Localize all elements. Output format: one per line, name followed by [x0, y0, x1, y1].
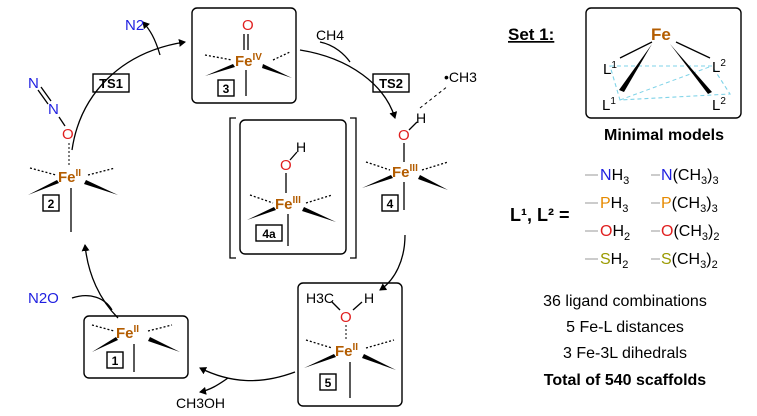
- ligand-left-4: SH2: [600, 251, 628, 271]
- model-l2-bottom: L2: [712, 96, 726, 114]
- ligand-left-2: PH3: [600, 195, 628, 215]
- complex-2-n-central: N: [48, 101, 59, 118]
- stat-ligand-combinations: 36 ligand combinations: [543, 293, 707, 310]
- complex-2-number: 2: [48, 197, 55, 211]
- complex-3-frame: [191, 7, 297, 104]
- ts1-box: [92, 73, 130, 93]
- ligand-definition-label: L¹, L² =: [510, 205, 570, 225]
- h-abstraction-dash: [419, 85, 449, 109]
- arrow-5-to-1: [199, 367, 296, 382]
- complex-4a-oxygen: O: [280, 157, 292, 174]
- complex-5-number: 5: [325, 376, 332, 390]
- ligand-right-1: N(CH3)3: [661, 167, 719, 187]
- ligand-right-2: P(CH3)3: [661, 195, 718, 215]
- ligand-left-1: NH3: [600, 167, 629, 187]
- complex-4a-hydrogen: H: [296, 139, 306, 155]
- complex-2-oxygen: O: [62, 126, 74, 143]
- arrow-2-to-3: [71, 38, 186, 151]
- arrow-n2o-in: [71, 295, 113, 311]
- ligand-right-4: S(CH3)2: [661, 251, 718, 271]
- complex-3-number-box: [217, 79, 235, 97]
- complex-5-methyl: H3C: [306, 290, 334, 306]
- ligand-right-3: O(CH3)2: [661, 223, 719, 243]
- arrow-ch3oh-release: [199, 377, 229, 395]
- minimal-model-frame: [585, 7, 742, 119]
- complex-1-number: 1: [112, 354, 119, 368]
- arrow-1-to-2: [81, 244, 119, 319]
- complex-3: O FeIV 3: [191, 7, 297, 104]
- minimal-model: Fe L1 L2 L1 L2: [585, 7, 742, 119]
- complex-5-oxygen: O: [340, 309, 352, 326]
- complex-1-frame: [83, 315, 189, 379]
- complex-4a-iron: FeIII: [275, 195, 301, 213]
- complex-3-oxo: O: [242, 17, 254, 34]
- ts1-label: TS1: [99, 76, 123, 91]
- arrow-ch4-in: [319, 41, 351, 63]
- n2o-reactant-label: N2O: [28, 290, 59, 307]
- complex-5-hydrogen: H: [364, 290, 374, 306]
- complex-2: N N O FeII 2: [28, 75, 118, 232]
- stat-fe-3l-dihedrals: 3 Fe-3L dihedrals: [563, 345, 687, 362]
- model-l1-top: L1: [603, 60, 617, 78]
- complex-3-number: 3: [223, 82, 230, 96]
- complex-4a-number-box: [255, 224, 283, 242]
- model-l1-bottom: L1: [602, 96, 616, 114]
- complex-2-iron: FeII: [58, 168, 81, 186]
- arrow-3-to-4: [299, 49, 398, 119]
- minimal-models-caption: Minimal models: [604, 127, 724, 144]
- complex-1-number-box: [106, 351, 124, 369]
- ch4-label: CH4: [316, 27, 344, 43]
- complex-4-iron: FeIII: [392, 163, 418, 181]
- ch3-radical-label: •CH3: [444, 69, 477, 85]
- ch3oh-product-label: CH3OH: [176, 395, 225, 411]
- total-scaffolds: Total of 540 scaffolds: [544, 372, 707, 389]
- model-iron: Fe: [651, 25, 671, 44]
- complex-1: FeII 1: [83, 315, 189, 379]
- bracket-left: [229, 117, 236, 259]
- base-plane-dashed: [609, 65, 731, 101]
- ligand-left-3: OH2: [600, 223, 630, 243]
- complex-4a-number: 4a: [262, 227, 276, 241]
- complex-2-n-terminal: N: [28, 75, 39, 92]
- complex-3-iron: FeIV: [235, 52, 262, 70]
- complex-4-oxygen: O: [398, 127, 410, 144]
- complex-4-number-box: [381, 194, 399, 212]
- set-title: Set 1:: [508, 25, 554, 44]
- bracket-right: [350, 117, 357, 259]
- model-l2-top: L2: [712, 58, 726, 76]
- complex-2-number-box: [42, 194, 60, 212]
- set-panel: Set 1: Fe L1 L2 L1 L2 Minimal models L¹,…: [508, 7, 742, 389]
- n2-product-label: N2: [125, 17, 144, 34]
- complex-4-number: 4: [387, 197, 394, 211]
- stat-fe-l-distances: 5 Fe-L distances: [566, 319, 684, 336]
- complex-4a: O H FeIII 4a: [229, 117, 357, 259]
- complex-4a-frame: [239, 119, 347, 255]
- arrow-4-to-5: [379, 234, 406, 291]
- cycle-arrows: [71, 21, 406, 395]
- ts2-box: [372, 73, 410, 93]
- complex-5-iron: FeII: [335, 342, 358, 360]
- complex-5: H3C O H FeII 5: [297, 282, 403, 407]
- complex-4: O H FeIII 4: [362, 110, 449, 212]
- complex-5-number-box: [319, 373, 337, 391]
- complex-1-iron: FeII: [116, 324, 139, 342]
- arrow-n2-release: [142, 21, 161, 56]
- ts2-label: TS2: [379, 76, 403, 91]
- complex-4-hydrogen: H: [416, 110, 426, 126]
- ligand-list-right: N(CH3)3P(CH3)3O(CH3)2S(CH3)2: [651, 167, 719, 271]
- complex-5-frame: [297, 282, 403, 407]
